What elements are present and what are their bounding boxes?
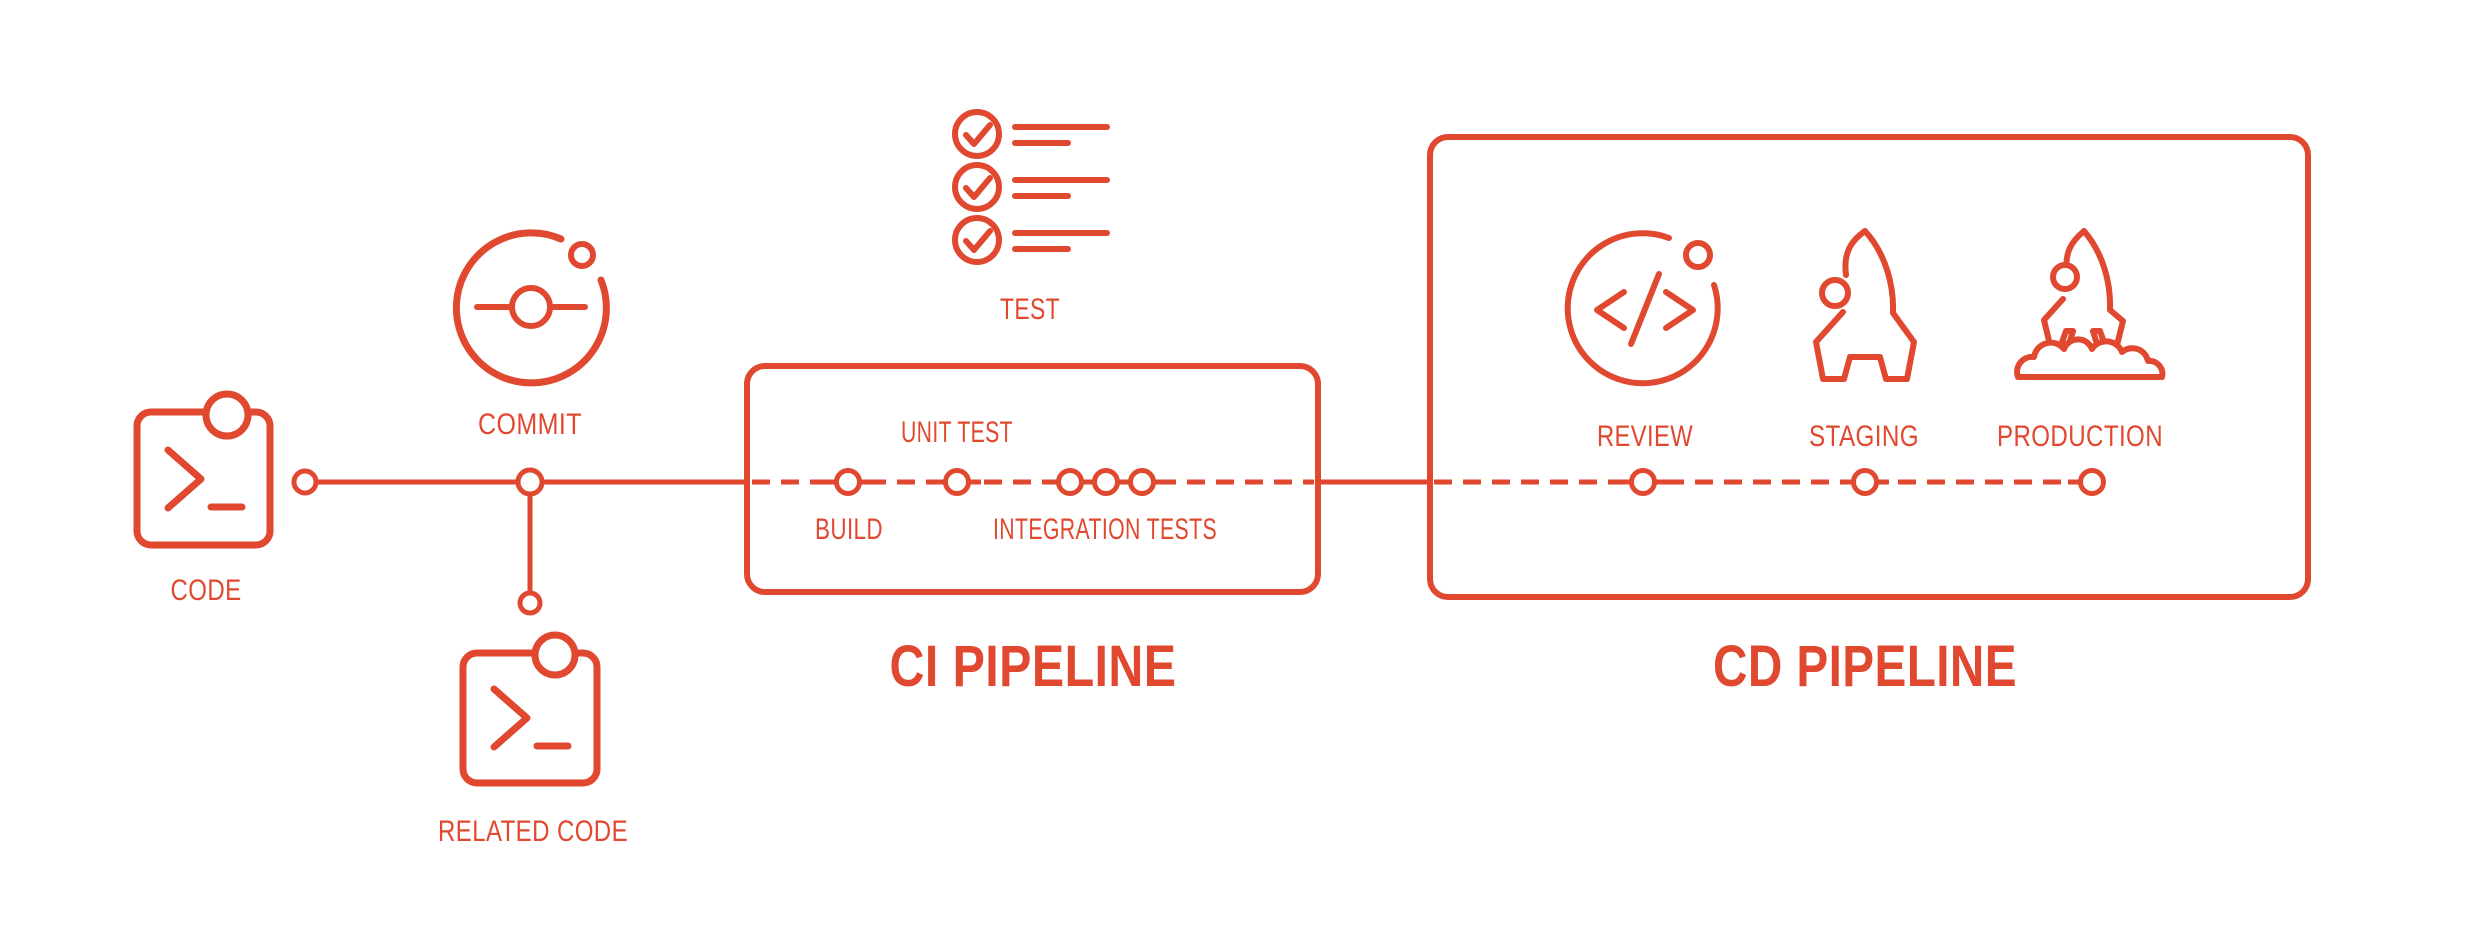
check-circle-icon bbox=[952, 109, 1002, 159]
check-circle-icon bbox=[952, 162, 1002, 212]
timeline-node-integration-1 bbox=[1056, 468, 1084, 496]
check-circle-icon bbox=[952, 215, 1002, 265]
prompt-chevron bbox=[490, 685, 531, 751]
cd-pipeline-title: CD PIPELINE bbox=[1713, 634, 2017, 699]
angle-bracket-right bbox=[1663, 289, 1696, 331]
timeline-node-integration-3 bbox=[1128, 468, 1156, 496]
launch-smoke-cloud bbox=[2014, 336, 2166, 380]
related-code-icon bbox=[459, 631, 601, 787]
code-review-icon bbox=[1564, 230, 1721, 387]
test-checklist-icon bbox=[952, 109, 1110, 265]
unit-test-label: UNIT TEST bbox=[901, 416, 1013, 449]
related-code-label: RELATED CODE bbox=[438, 815, 628, 848]
timeline-node-commit bbox=[515, 467, 545, 497]
checkmark-icon bbox=[963, 175, 993, 200]
code-slash bbox=[1628, 271, 1662, 347]
production-label: PRODUCTION bbox=[1997, 420, 2163, 453]
production-rocket-launch-icon bbox=[2014, 228, 2166, 380]
pipeline-timeline bbox=[291, 467, 2106, 616]
rocket-window bbox=[2050, 262, 2080, 292]
build-label: BUILD bbox=[815, 513, 883, 546]
orbit-arc bbox=[452, 229, 610, 387]
timeline-node-build bbox=[834, 468, 862, 496]
rocket-body-right bbox=[2063, 228, 2126, 364]
review-label: REVIEW bbox=[1597, 420, 1693, 453]
timeline-node-unit-test bbox=[943, 468, 971, 496]
commit-orbit-icon bbox=[452, 229, 610, 387]
checkmark-icon bbox=[963, 122, 993, 147]
code-icon bbox=[133, 390, 274, 549]
code-label: CODE bbox=[171, 574, 242, 607]
terminal-badge-circle bbox=[531, 631, 579, 679]
branch-node-related-code bbox=[517, 590, 543, 616]
cd-pipeline-box bbox=[1427, 134, 2311, 600]
timeline-node-production bbox=[2078, 468, 2106, 496]
ci-pipeline-box bbox=[744, 363, 1321, 595]
rocket-window bbox=[1819, 277, 1851, 309]
commit-dot bbox=[509, 285, 553, 329]
timeline-node-review bbox=[1629, 468, 1657, 496]
orbit-satellite-circle bbox=[568, 241, 596, 269]
integration-tests-label: INTEGRATION TESTS bbox=[993, 513, 1217, 546]
staging-rocket-icon bbox=[1813, 228, 1917, 382]
review-circle-arc bbox=[1564, 230, 1721, 387]
timeline-node-start bbox=[291, 468, 319, 496]
prompt-chevron bbox=[164, 446, 205, 512]
terminal-window bbox=[459, 649, 601, 787]
timeline-node-integration-2 bbox=[1092, 468, 1120, 496]
test-label: TEST bbox=[1000, 293, 1060, 326]
orbit-satellite-circle bbox=[1683, 240, 1713, 270]
angle-bracket-left bbox=[1594, 289, 1627, 331]
timeline-node-staging bbox=[1851, 468, 1879, 496]
terminal-badge-circle bbox=[202, 390, 252, 440]
commit-label: COMMIT bbox=[478, 408, 582, 441]
staging-label: STAGING bbox=[1809, 420, 1919, 453]
rocket-body bbox=[1813, 228, 1917, 382]
ci-pipeline-title: CI PIPELINE bbox=[890, 634, 1177, 699]
checkmark-icon bbox=[963, 228, 993, 253]
